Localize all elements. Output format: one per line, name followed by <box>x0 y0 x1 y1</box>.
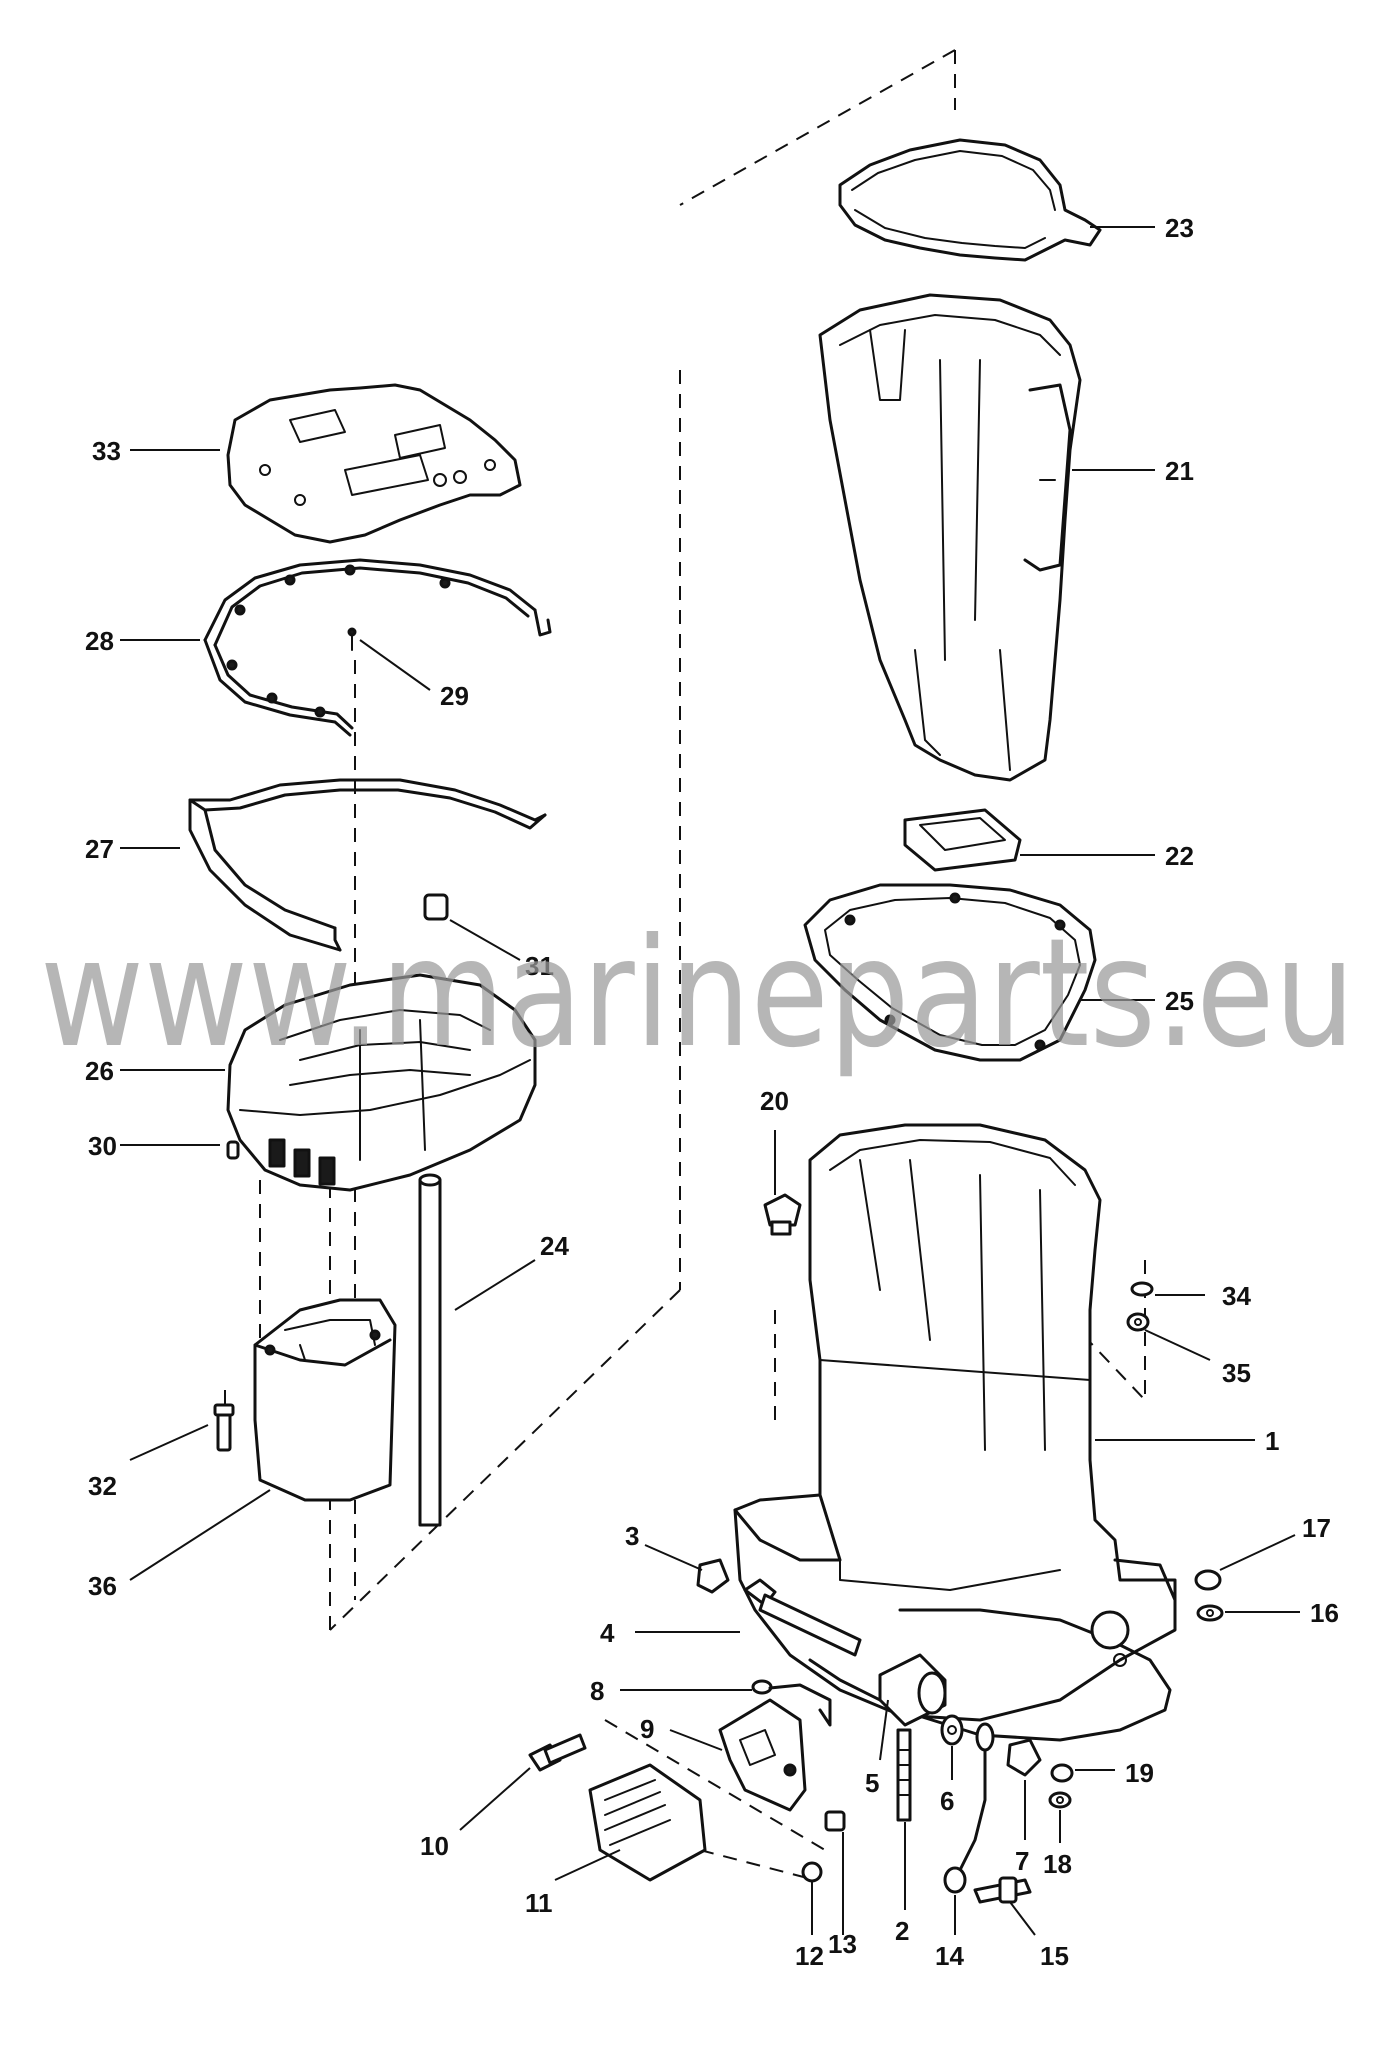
callout-21: 21 <box>1165 456 1194 486</box>
part-17-nut <box>1194 1569 1222 1591</box>
callout-22: 22 <box>1165 841 1194 871</box>
callout-27: 27 <box>85 834 114 864</box>
callout-7: 7 <box>1015 1846 1029 1876</box>
part-12-screw <box>801 1861 823 1883</box>
part-4-bolt <box>743 1578 862 1657</box>
callout-18: 18 <box>1043 1849 1072 1879</box>
callout-1: 1 <box>1265 1426 1279 1456</box>
part-13-nut <box>824 1810 846 1832</box>
callout-26: 26 <box>85 1056 114 1086</box>
watermark-text: www.marineparts.eu <box>40 907 1355 1081</box>
callout-19: 19 <box>1125 1758 1154 1788</box>
callout-16: 16 <box>1310 1598 1339 1628</box>
part-9-bracket <box>718 1698 807 1812</box>
callout-numbers: 33 28 29 27 31 26 30 24 32 36 23 21 22 2… <box>85 213 1339 1971</box>
callout-8: 8 <box>590 1676 604 1706</box>
callout-5: 5 <box>865 1768 879 1798</box>
callout-9: 9 <box>640 1714 654 1744</box>
callout-25: 25 <box>1165 986 1194 1016</box>
part-36-exhaust-tube <box>253 1298 397 1502</box>
part-22-rubber-mount <box>903 808 1022 872</box>
part-18-washer <box>1048 1791 1072 1809</box>
callout-20: 20 <box>760 1086 789 1116</box>
callout-12: 12 <box>795 1941 824 1971</box>
part-5-cylinder <box>878 1653 947 1727</box>
part-6-washer <box>940 1714 964 1746</box>
part-3-nut <box>696 1558 730 1594</box>
part-31-nut <box>423 893 449 921</box>
callout-4: 4 <box>600 1618 615 1648</box>
part-24-tube <box>418 1173 442 1527</box>
part-14-ground-wire <box>943 1722 995 1894</box>
callout-34: 34 <box>1222 1281 1251 1311</box>
part-15-bolt <box>973 1876 1032 1904</box>
callout-30: 30 <box>88 1131 117 1161</box>
callout-11: 11 <box>525 1888 553 1918</box>
callout-15: 15 <box>1040 1941 1069 1971</box>
callout-17: 17 <box>1302 1513 1331 1543</box>
part-34-washer <box>1130 1281 1154 1297</box>
part-35-nut <box>1126 1312 1150 1332</box>
callout-33: 33 <box>92 436 121 466</box>
part-8-ground-strap <box>751 1679 832 1727</box>
callout-36: 36 <box>88 1571 117 1601</box>
part-30-dowel-pin <box>226 1140 240 1160</box>
part-32-screw <box>213 1403 235 1452</box>
part-28-frame-seal <box>203 558 552 737</box>
callout-23: 23 <box>1165 213 1194 243</box>
callout-3: 3 <box>625 1521 639 1551</box>
part-21-upper-housing <box>818 293 1082 782</box>
callout-28: 28 <box>85 626 114 656</box>
callout-24: 24 <box>540 1231 569 1261</box>
part-23-top-seal <box>838 138 1102 262</box>
callout-6: 6 <box>940 1786 954 1816</box>
callout-leader-lines <box>120 226 1300 1936</box>
callout-14: 14 <box>935 1941 964 1971</box>
part-11-anode <box>588 1763 707 1882</box>
part-26-adapter-plate <box>226 973 537 1192</box>
callout-29: 29 <box>440 681 469 711</box>
part-29-screw <box>347 627 357 651</box>
callout-2: 2 <box>895 1916 909 1946</box>
callout-35: 35 <box>1222 1358 1251 1388</box>
part-7-nut <box>1006 1738 1042 1777</box>
part-16-washer <box>1196 1604 1224 1622</box>
callout-31: 31 <box>525 951 554 981</box>
part-20-plug <box>763 1193 802 1236</box>
part-25-lower-gasket <box>803 883 1097 1062</box>
part-19-nut <box>1050 1763 1074 1783</box>
part-27-horseshoe-seal <box>188 778 547 952</box>
part-2-stud <box>896 1728 912 1822</box>
callout-13: 13 <box>828 1929 857 1959</box>
callout-10: 10 <box>420 1831 449 1861</box>
part-1-driveshaft-housing <box>733 1123 1177 1742</box>
part-10-screw <box>528 1733 587 1772</box>
part-33-plate <box>226 383 522 544</box>
callout-32: 32 <box>88 1471 117 1501</box>
